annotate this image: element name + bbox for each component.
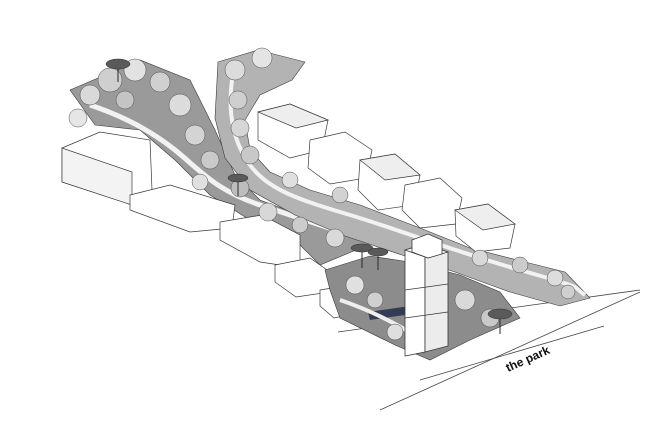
tower-crown [411, 233, 443, 259]
tree [68, 108, 88, 128]
tree [281, 171, 299, 189]
street-edge-lower [379, 291, 641, 411]
tree [386, 323, 404, 341]
tower-band-1 [404, 283, 449, 291]
tree [228, 90, 248, 110]
tree [240, 145, 260, 165]
tree [546, 269, 564, 287]
dark-tree [367, 247, 389, 257]
tower-front-face [404, 243, 426, 357]
tree [325, 228, 345, 248]
tree [560, 284, 576, 300]
right-houses [256, 103, 516, 253]
dark-trees [105, 58, 513, 320]
tree [331, 186, 349, 204]
tree [97, 67, 123, 93]
tree [230, 118, 250, 138]
tree [79, 84, 101, 106]
tower [403, 233, 450, 357]
tree [200, 150, 220, 170]
street-label: the park [504, 343, 553, 375]
house-3-roof [359, 153, 421, 181]
tower-band-2 [404, 311, 449, 319]
tree [258, 202, 278, 222]
tree [115, 90, 135, 110]
street-curb [419, 325, 605, 381]
tree [471, 249, 489, 267]
tower-side-face [424, 243, 449, 353]
tree [168, 93, 192, 117]
house-4 [401, 177, 463, 229]
tree [454, 289, 476, 311]
tree [511, 256, 529, 274]
house-5-roof [454, 203, 516, 231]
house-1-roof [256, 103, 330, 129]
tree [149, 71, 171, 93]
tree [366, 291, 384, 309]
dark-tree [105, 58, 131, 70]
dark-tree-trunks [117, 69, 501, 334]
dark-tree [227, 173, 249, 183]
tree [224, 59, 246, 81]
tree [291, 216, 309, 234]
tree [251, 47, 273, 69]
tree [345, 275, 365, 295]
tree [184, 124, 206, 146]
tree [191, 173, 209, 191]
dark-tree [487, 308, 513, 320]
